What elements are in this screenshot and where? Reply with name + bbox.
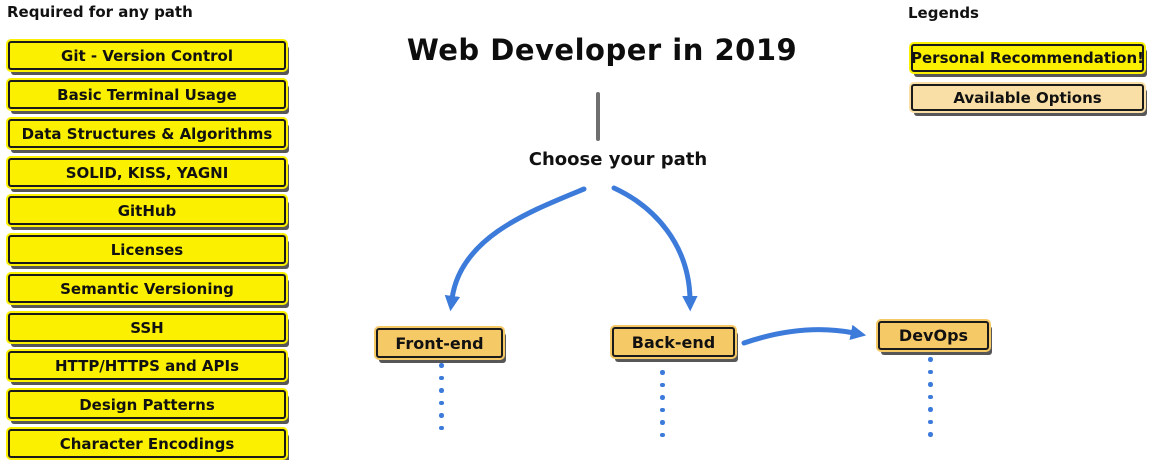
required-item-github[interactable]: GitHub: [8, 196, 286, 225]
connector-line: [596, 92, 600, 141]
legend-personal-recommendation: Personal Recommendation!: [911, 44, 1144, 72]
required-item-terminal[interactable]: Basic Terminal Usage: [8, 80, 286, 109]
arrow-choose-to-backend: [611, 185, 698, 312]
required-section-heading: Required for any path: [7, 3, 193, 21]
required-item-character-encodings[interactable]: Character Encodings: [8, 429, 286, 458]
required-item-semantic-versioning[interactable]: Semantic Versioning: [8, 274, 286, 303]
required-item-licenses[interactable]: Licenses: [8, 235, 286, 264]
required-item-ssh[interactable]: SSH: [8, 313, 286, 342]
arrow-choose-to-frontend: [444, 186, 587, 312]
path-node-devops[interactable]: DevOps: [878, 321, 989, 350]
required-item-design-patterns[interactable]: Design Patterns: [8, 390, 286, 419]
dotted-connector-devops: [928, 357, 933, 437]
path-node-backend[interactable]: Back-end: [612, 327, 735, 357]
dotted-connector-backend: [660, 370, 665, 437]
legend-heading: Legends: [908, 4, 979, 22]
path-node-frontend[interactable]: Front-end: [376, 328, 503, 358]
required-item-http-apis[interactable]: HTTP/HTTPS and APIs: [8, 351, 286, 380]
choose-your-path-label: Choose your path: [528, 149, 708, 170]
arrow-backend-to-devops: [741, 324, 867, 346]
dotted-connector-frontend: [439, 363, 444, 430]
page-title: Web Developer in 2019: [406, 33, 798, 67]
required-item-solid-kiss-yagni[interactable]: SOLID, KISS, YAGNI: [8, 158, 286, 187]
required-item-data-structures[interactable]: Data Structures & Algorithms: [8, 119, 286, 148]
legend-available-options: Available Options: [911, 84, 1144, 111]
required-item-git[interactable]: Git - Version Control: [8, 41, 286, 70]
